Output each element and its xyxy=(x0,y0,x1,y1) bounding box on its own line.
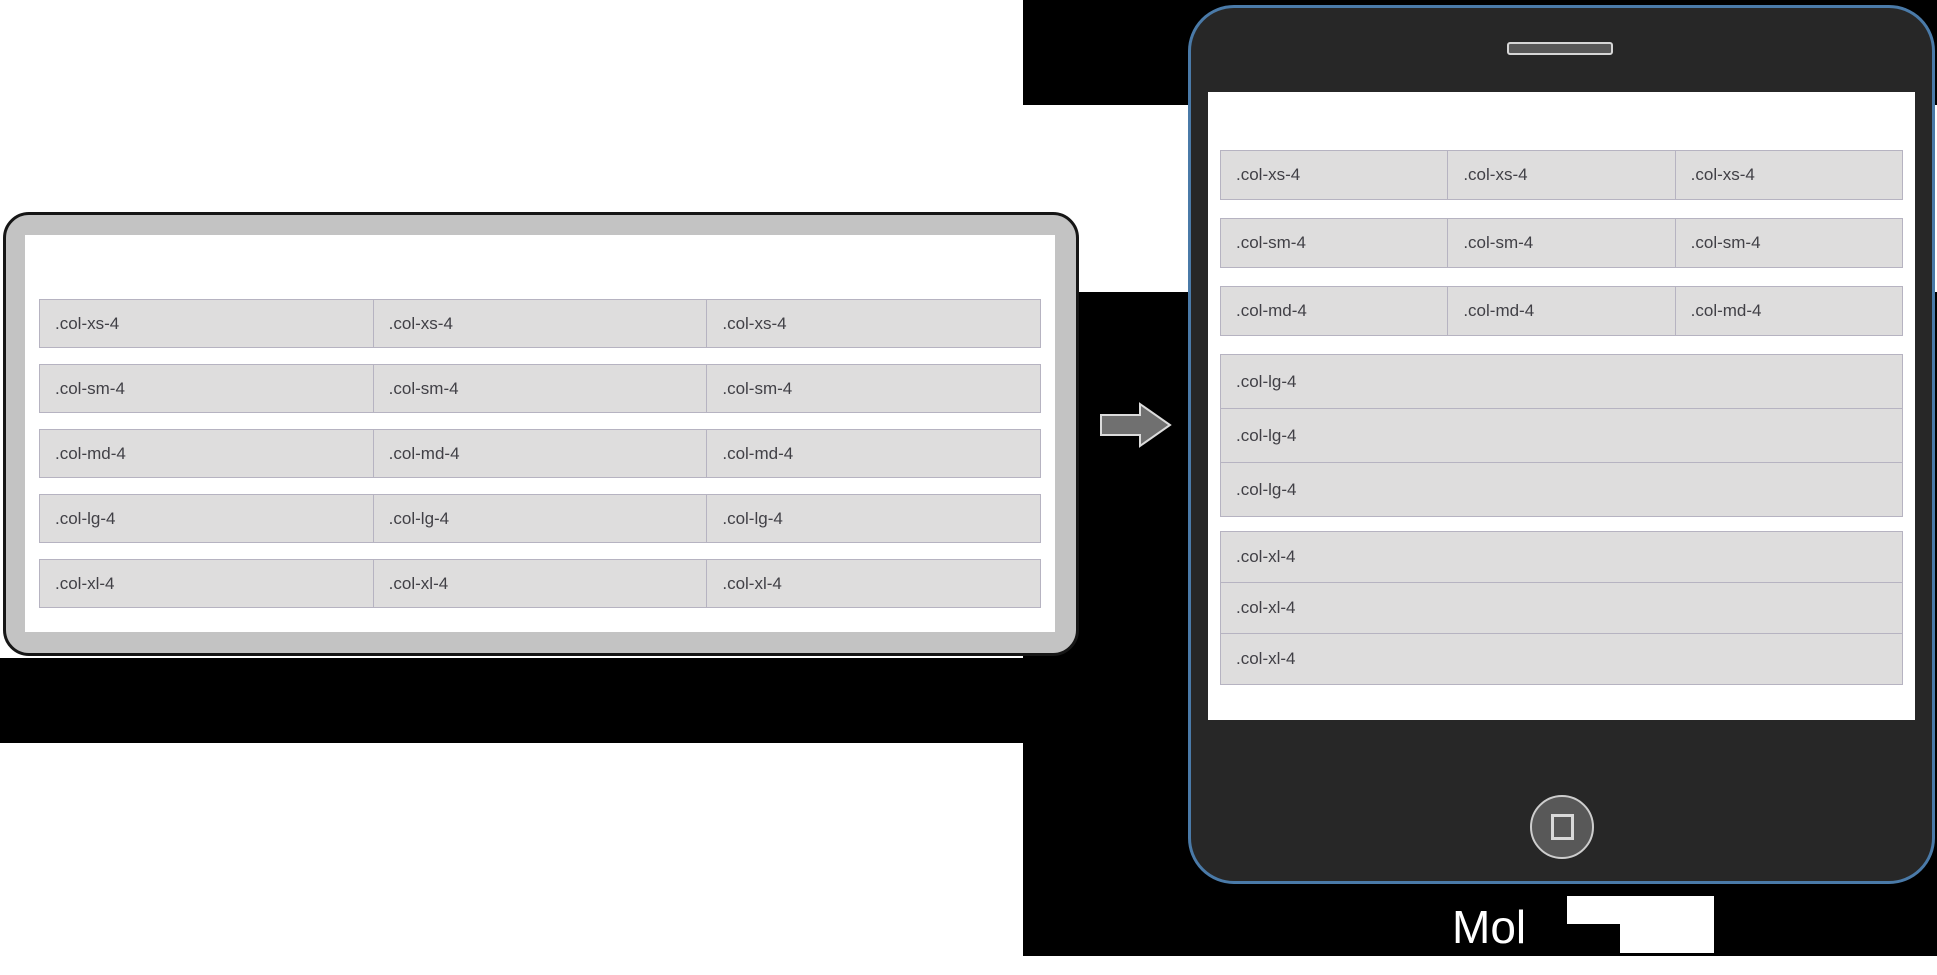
grid-row: .col-xl-4 xyxy=(1220,633,1903,685)
grid-cell: .col-sm-4 xyxy=(1220,218,1449,268)
grid-cell: .col-xl-4 xyxy=(1220,633,1903,685)
stacked-group-lg: .col-lg-4.col-lg-4.col-lg-4 xyxy=(1220,354,1903,517)
grid-cell: .col-xs-4 xyxy=(1447,150,1676,200)
caption-text: Mol xyxy=(1452,901,1527,953)
laptop-device-frame: .col-xs-4.col-xs-4.col-xs-4.col-sm-4.col… xyxy=(3,212,1079,656)
grid-cell: .col-xl-4 xyxy=(1220,531,1903,583)
grid-row: .col-lg-4 xyxy=(1220,354,1903,409)
grid-cell: .col-lg-4 xyxy=(706,494,1042,543)
grid-cell: .col-lg-4 xyxy=(1220,408,1903,463)
speaker-slot-icon xyxy=(1507,42,1613,55)
home-button-icon[interactable] xyxy=(1530,795,1594,859)
grid-row: .col-lg-4.col-lg-4.col-lg-4 xyxy=(39,494,1042,543)
grid-cell: .col-lg-4 xyxy=(372,494,708,543)
grid-cell: .col-md-4 xyxy=(1220,286,1449,336)
laptop-screen: .col-xs-4.col-xs-4.col-xs-4.col-sm-4.col… xyxy=(25,235,1055,632)
grid-cell: .col-xs-4 xyxy=(1674,150,1903,200)
grid-row: .col-xs-4.col-xs-4.col-xs-4 xyxy=(39,299,1042,348)
grid-row: .col-md-4.col-md-4.col-md-4 xyxy=(1220,286,1903,336)
grid-row: .col-md-4.col-md-4.col-md-4 xyxy=(39,429,1042,478)
grid-cell: .col-xs-4 xyxy=(1220,150,1449,200)
grid-row: .col-sm-4.col-sm-4.col-sm-4 xyxy=(39,364,1042,413)
grid-cell: .col-xs-4 xyxy=(372,299,708,348)
white-blob-bottom xyxy=(1620,896,1714,953)
background-panel-bottom-left xyxy=(0,658,1023,743)
stacked-group-xl: .col-xl-4.col-xl-4.col-xl-4 xyxy=(1220,531,1903,685)
grid-cell: .col-sm-4 xyxy=(1674,218,1903,268)
grid-cell: .col-md-4 xyxy=(372,429,708,478)
laptop-grid: .col-xs-4.col-xs-4.col-xs-4.col-sm-4.col… xyxy=(25,299,1055,608)
grid-cell: .col-md-4 xyxy=(39,429,374,478)
grid-cell: .col-sm-4 xyxy=(39,364,374,413)
grid-row: .col-xl-4.col-xl-4.col-xl-4 xyxy=(39,559,1042,608)
grid-row: .col-lg-4 xyxy=(1220,462,1903,517)
tablet-screen: .col-xs-4.col-xs-4.col-xs-4.col-sm-4.col… xyxy=(1208,92,1915,720)
grid-row: .col-lg-4 xyxy=(1220,408,1903,463)
grid-cell: .col-xl-4 xyxy=(372,559,708,608)
grid-cell: .col-md-4 xyxy=(1447,286,1676,336)
tablet-grid: .col-xs-4.col-xs-4.col-xs-4.col-sm-4.col… xyxy=(1208,150,1915,685)
grid-row: .col-xl-4 xyxy=(1220,582,1903,634)
arrow-right-icon xyxy=(1100,402,1172,448)
home-square-glyph xyxy=(1550,814,1574,840)
grid-cell: .col-lg-4 xyxy=(1220,462,1903,517)
grid-row: .col-xl-4 xyxy=(1220,531,1903,583)
grid-cell: .col-sm-4 xyxy=(1447,218,1676,268)
grid-cell: .col-sm-4 xyxy=(372,364,708,413)
grid-cell: .col-xs-4 xyxy=(706,299,1042,348)
grid-cell: .col-lg-4 xyxy=(39,494,374,543)
grid-row: .col-xs-4.col-xs-4.col-xs-4 xyxy=(1220,150,1903,200)
grid-cell: .col-md-4 xyxy=(1674,286,1903,336)
grid-cell: .col-lg-4 xyxy=(1220,354,1903,409)
grid-row: .col-sm-4.col-sm-4.col-sm-4 xyxy=(1220,218,1903,268)
grid-cell: .col-sm-4 xyxy=(706,364,1042,413)
grid-cell: .col-xl-4 xyxy=(1220,582,1903,634)
grid-cell: .col-xl-4 xyxy=(706,559,1042,608)
grid-cell: .col-xl-4 xyxy=(39,559,374,608)
grid-cell: .col-md-4 xyxy=(706,429,1042,478)
grid-cell: .col-xs-4 xyxy=(39,299,374,348)
tablet-device-frame: .col-xs-4.col-xs-4.col-xs-4.col-sm-4.col… xyxy=(1188,5,1935,884)
